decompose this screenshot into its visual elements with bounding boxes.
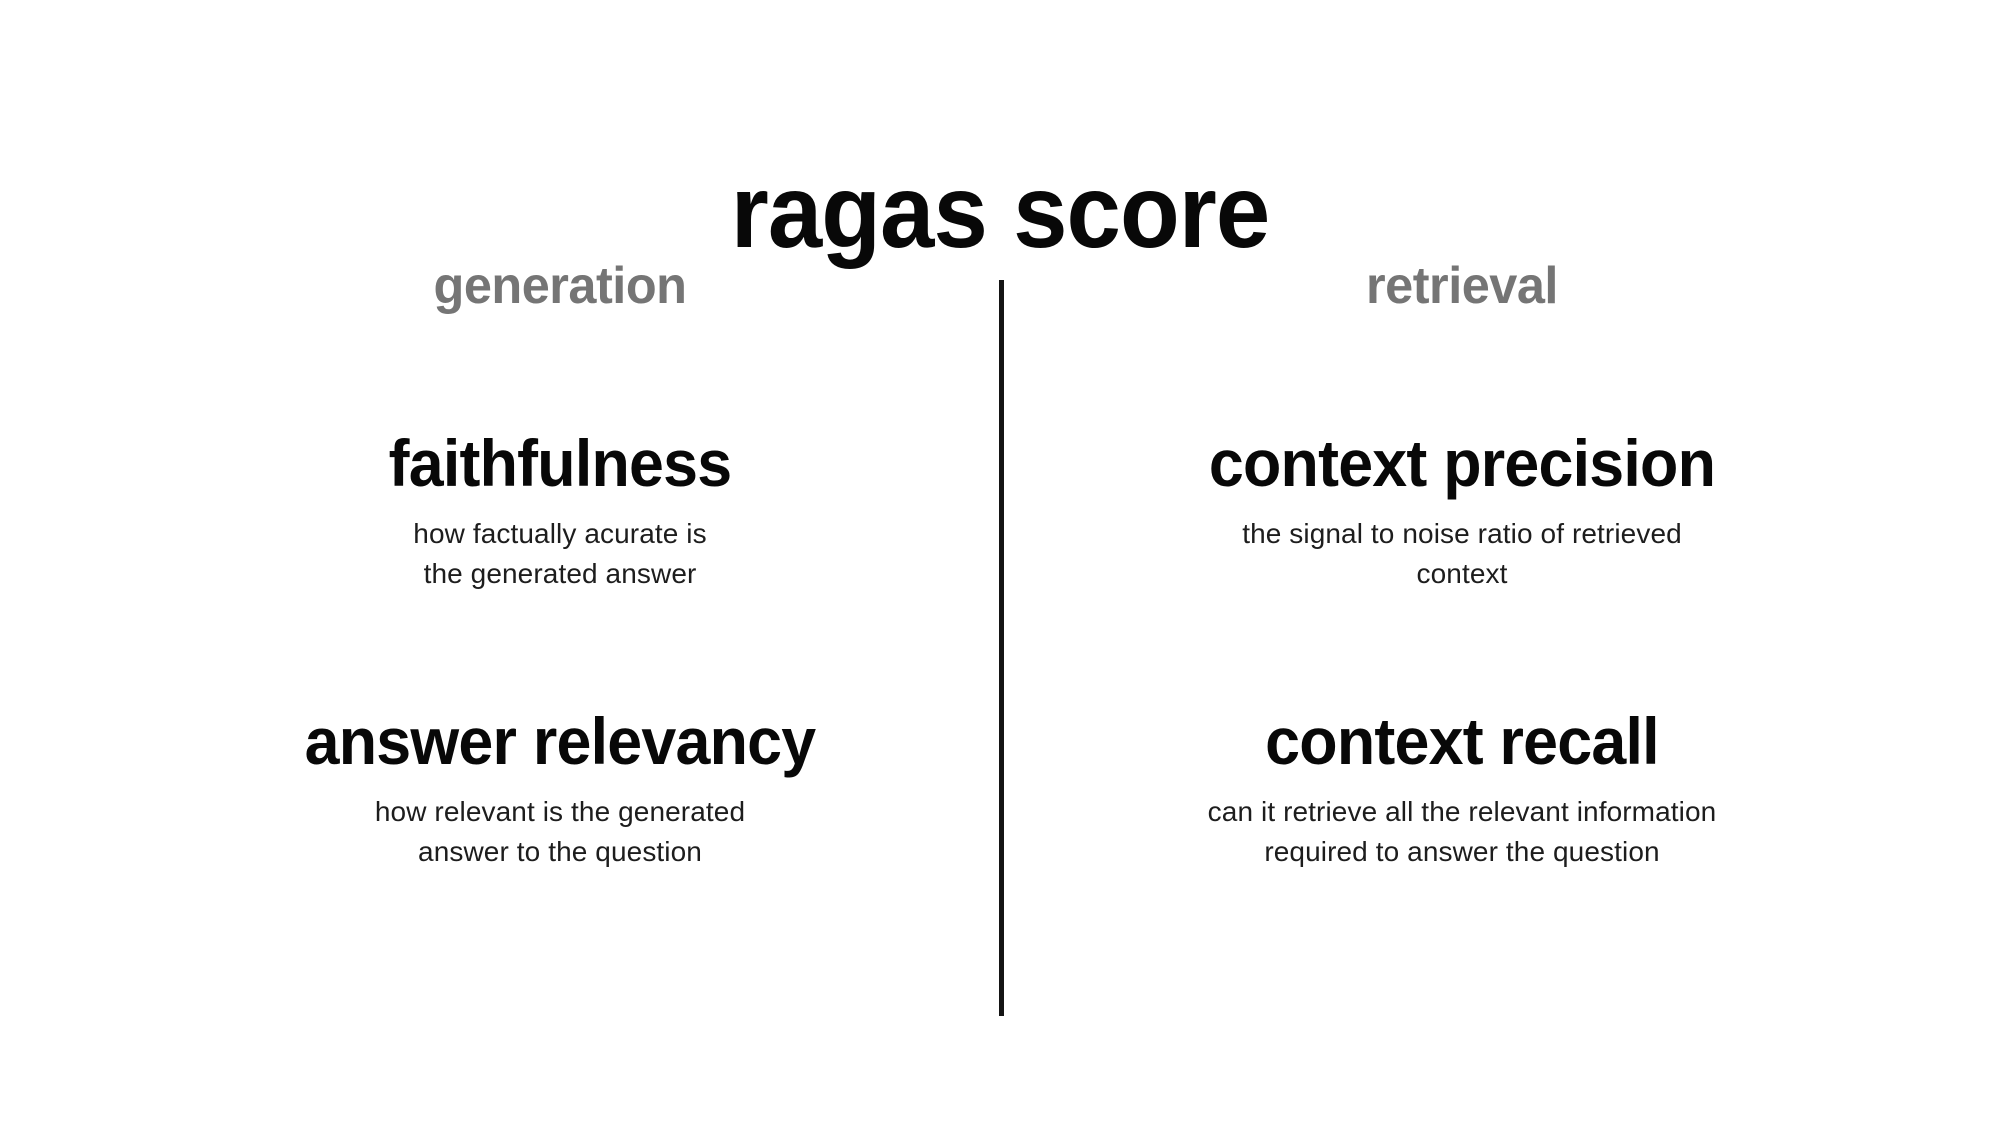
column-heading-retrieval: retrieval bbox=[1366, 257, 1558, 315]
column-divider bbox=[999, 280, 1004, 1016]
metric-description-context-recall: can it retrieve all the relevant informa… bbox=[1142, 792, 1782, 872]
metric-answer-relevancy: answer relevancy how relevant is the gen… bbox=[130, 705, 990, 871]
metric-description-faithfulness: how factually acurate is the generated a… bbox=[240, 514, 880, 594]
metric-name-faithfulness: faithfulness bbox=[388, 426, 733, 501]
description-line: required to answer the question bbox=[1264, 835, 1660, 867]
metric-description-answer-relevancy: how relevant is the generated answer to … bbox=[240, 792, 880, 872]
metric-faithfulness: faithfulness how factually acurate is th… bbox=[130, 427, 990, 593]
metric-name-context-recall: context recall bbox=[1265, 704, 1659, 779]
metric-context-recall: context recall can it retrieve all the r… bbox=[1032, 705, 1892, 871]
description-line: the generated answer bbox=[423, 557, 697, 589]
description-line: can it retrieve all the relevant informa… bbox=[1207, 795, 1717, 827]
metric-name-answer-relevancy: answer relevancy bbox=[304, 704, 816, 779]
page-title: ragas score bbox=[730, 153, 1271, 270]
description-line: the signal to noise ratio of retrieved bbox=[1242, 517, 1682, 549]
column-generation: generation faithfulness how factually ac… bbox=[130, 257, 990, 871]
metric-context-precision: context precision the signal to noise ra… bbox=[1032, 427, 1892, 593]
description-line: context bbox=[1416, 557, 1508, 589]
metric-description-context-precision: the signal to noise ratio of retrieved c… bbox=[1142, 514, 1782, 594]
column-heading-generation: generation bbox=[433, 257, 687, 315]
description-line: how factually acurate is bbox=[413, 517, 707, 549]
metric-name-context-precision: context precision bbox=[1208, 426, 1716, 501]
column-retrieval: retrieval context precision the signal t… bbox=[1032, 257, 1892, 871]
description-line: how relevant is the generated bbox=[374, 795, 746, 827]
description-line: answer to the question bbox=[418, 835, 702, 867]
